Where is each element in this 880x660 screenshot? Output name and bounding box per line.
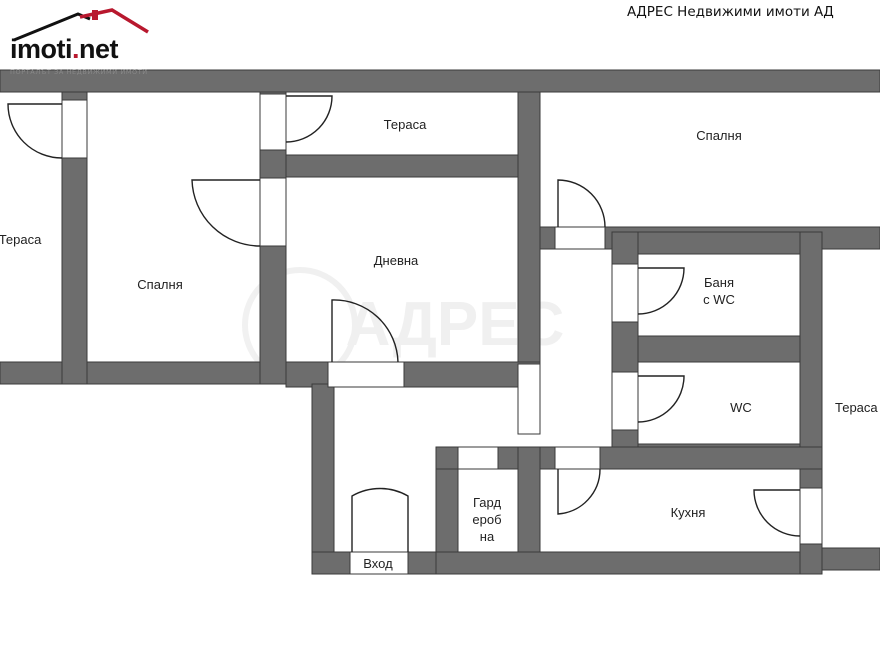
room-entrance: Вход <box>363 556 393 571</box>
agency-name: АДРЕС Недвижими имоти АД <box>627 4 834 20</box>
room-bath-line1: Баня <box>704 275 734 290</box>
room-wardrobe-line3: на <box>480 529 495 544</box>
room-wc: WC <box>730 400 752 415</box>
room-labels: Тераса Спалня Тераса Дневна Спалня Баня … <box>0 117 878 571</box>
site-logo[interactable] <box>8 8 168 83</box>
room-bedroom-right: Спалня <box>696 128 741 143</box>
logo-wordmark: imoti.net <box>10 34 119 64</box>
room-wardrobe-line2: ероб <box>472 512 501 527</box>
room-terrace-right: Тераса <box>835 400 878 415</box>
room-wardrobe-line1: Гард <box>473 495 501 510</box>
house-roof-icon <box>13 8 149 42</box>
room-kitchen: Кухня <box>671 505 706 520</box>
room-bath-line2: с WC <box>703 292 735 307</box>
room-living: Дневна <box>374 253 419 268</box>
room-terrace-top: Тераса <box>384 117 427 132</box>
logo-tagline: ПОРТАЛЪТ ЗА НЕДВИЖИМИ ИМОТИ <box>10 68 148 76</box>
door-openings <box>61 93 823 575</box>
door-arcs <box>7 95 801 552</box>
room-terrace-left: Тераса <box>0 232 42 247</box>
room-bedroom-left: Спалня <box>137 277 182 292</box>
